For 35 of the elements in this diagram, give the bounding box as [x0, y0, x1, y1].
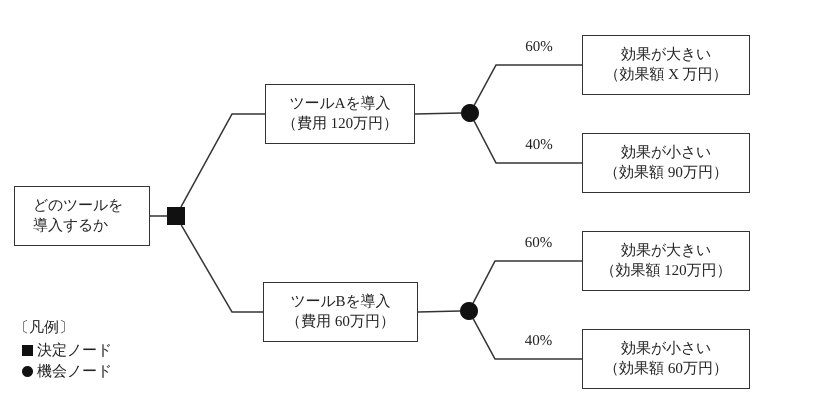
node-text: （効果額 60万円）	[604, 360, 728, 379]
node-text: どのツールを導入するか	[33, 196, 124, 236]
chance-node-circle	[461, 104, 479, 122]
node-box	[263, 282, 418, 342]
node-text: ツールAを導入	[290, 94, 390, 114]
connector-line	[472, 318, 582, 360]
node-text: （費用 120万円）	[282, 114, 398, 134]
connector-line	[180, 113, 265, 208]
chance-node-circle	[460, 302, 478, 320]
connector-line	[474, 64, 582, 106]
legend-text: 決定ノード	[37, 341, 112, 360]
legend-text: 機会ノード	[37, 362, 112, 381]
connector-line	[473, 120, 582, 164]
node-box	[582, 35, 750, 95]
node-box	[14, 186, 150, 246]
node-text: 効果が小さい	[621, 144, 711, 163]
node-text: 効果が大きい	[621, 46, 711, 65]
connector-line	[472, 260, 582, 304]
node-box	[582, 329, 750, 389]
node-text: ツールBを導入	[290, 292, 390, 312]
legend-title: 〔凡例〕	[14, 319, 74, 337]
connector-line	[150, 215, 167, 217]
node-text: （効果額 90万円）	[604, 164, 728, 183]
connector-line	[180, 224, 263, 313]
node-text: （効果額 X 万円）	[604, 66, 728, 85]
connector-line	[418, 310, 460, 313]
node-text: （効果額 120万円）	[600, 262, 732, 281]
decision-node-square	[167, 207, 185, 225]
node-box	[582, 231, 750, 291]
node-box	[265, 84, 415, 144]
node-box	[582, 133, 750, 193]
node-text: 効果が大きい	[621, 242, 711, 261]
node-text: （費用 60万円）	[286, 312, 395, 332]
connector-line	[414, 112, 462, 115]
node-text: 効果が小さい	[621, 340, 711, 359]
